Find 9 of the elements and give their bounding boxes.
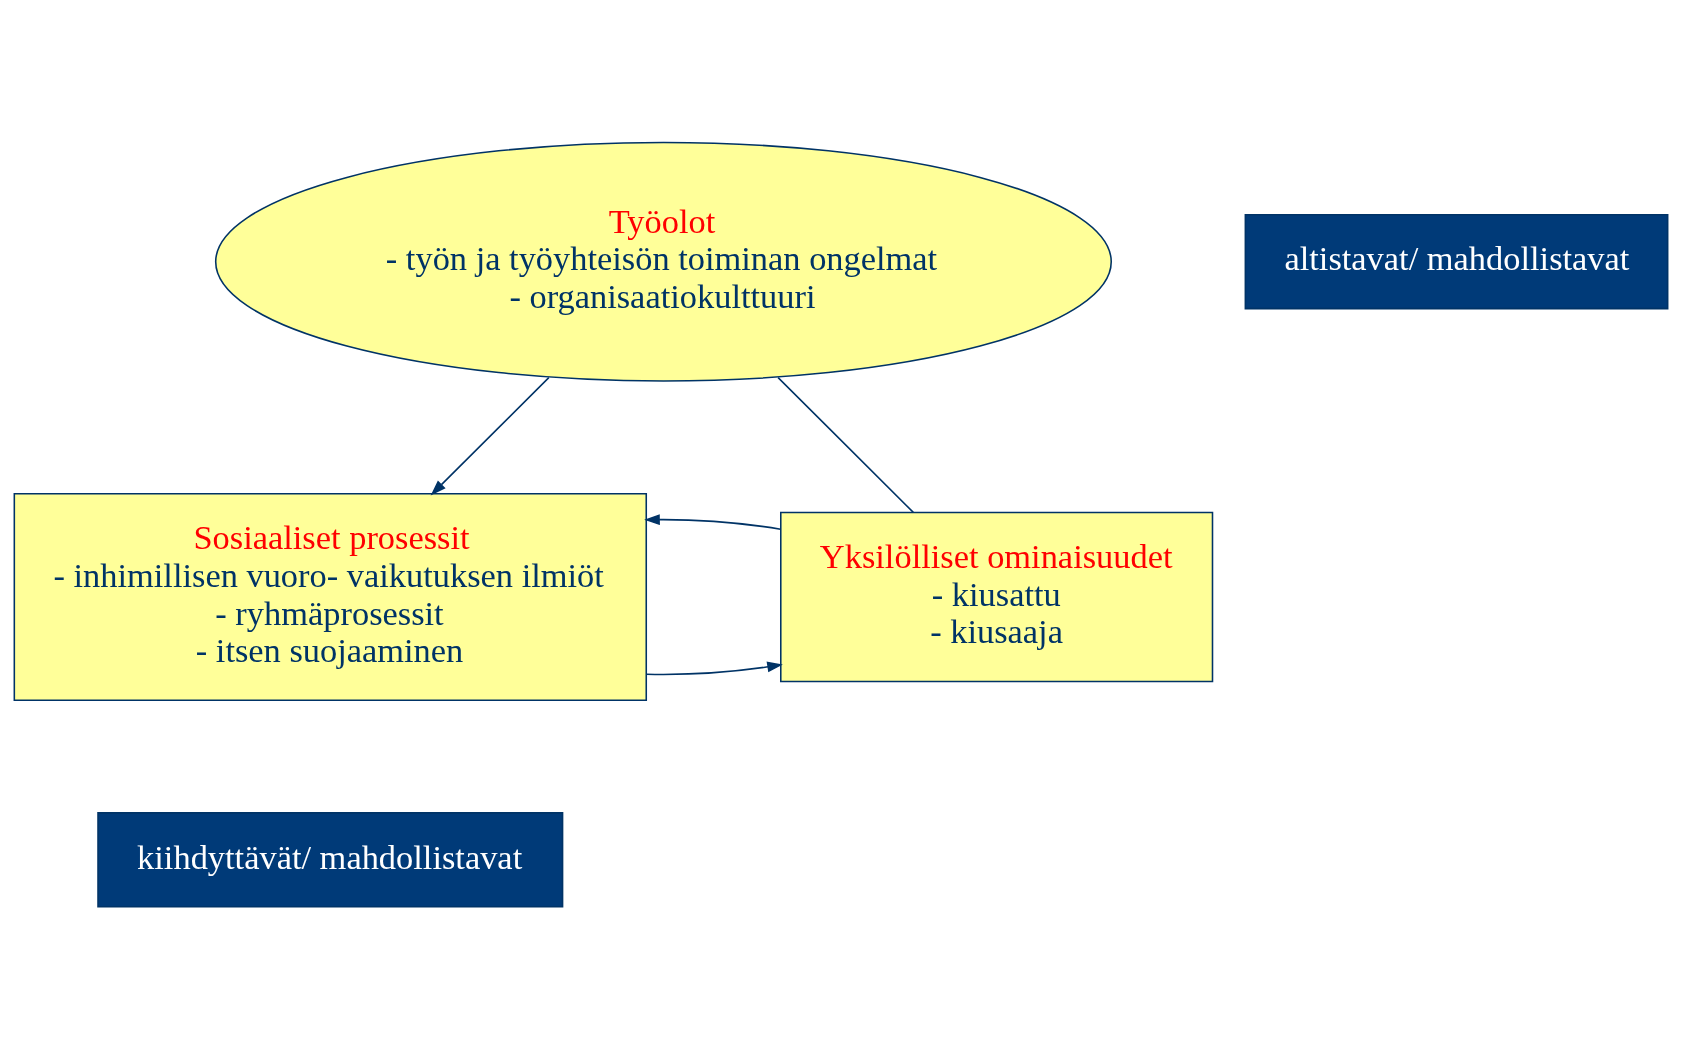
connector (777, 376, 915, 513)
node-box: altistavat/ mahdollistavat (1244, 213, 1669, 309)
arrow (430, 376, 550, 495)
node-box: Yksilölliset ominaisuudet - kiusattu - kiusaaja (780, 511, 1214, 682)
node-box: kiihdyttävät/ mahdollistavat (97, 811, 564, 907)
node-ellipse: Työolot - työn ja työyhteisön toiminan ongelmat - organisaatiokulttuuri (214, 141, 1112, 382)
arrow (644, 513, 782, 530)
node-box: Sosiaaliset prosessit - inhimillisen vuoro- vaikutuksen ilmiöt - ryhmäprosessit - itsen suojaaminen (13, 492, 648, 701)
arrow (645, 661, 783, 675)
